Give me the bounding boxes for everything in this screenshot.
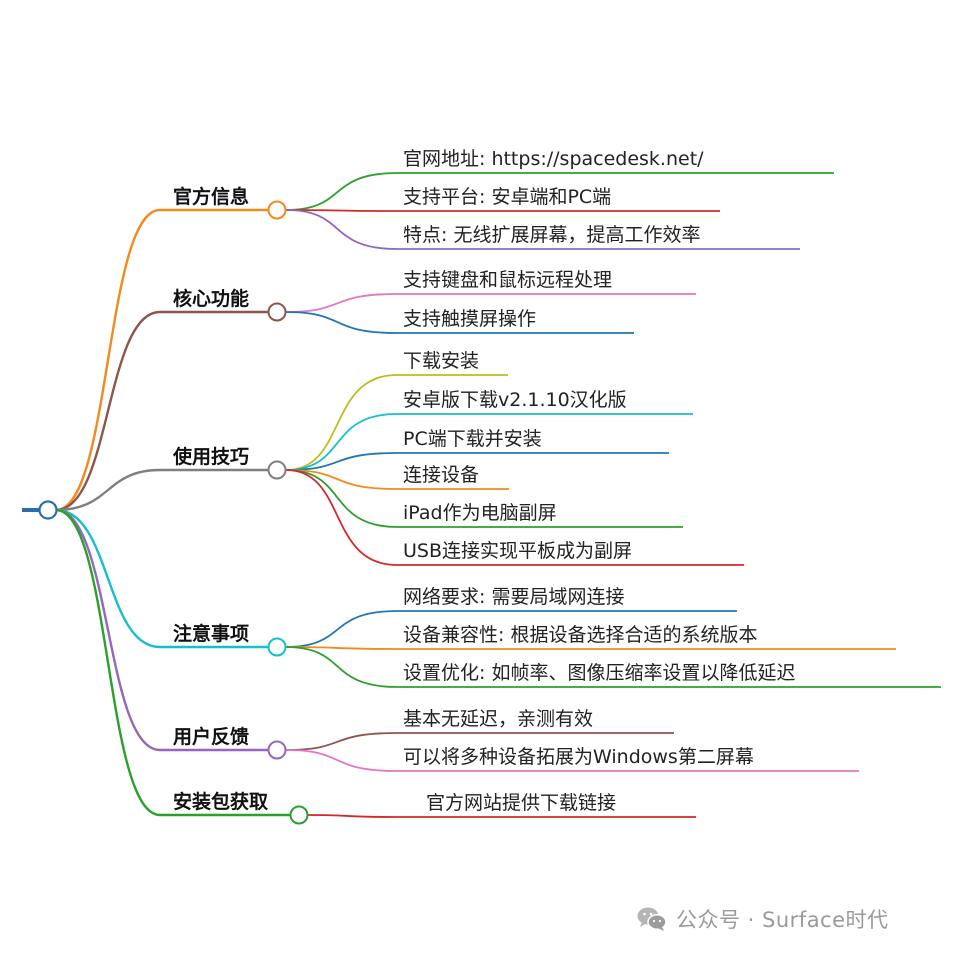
leaf-connector xyxy=(285,209,720,212)
leaf-label: iPad作为电脑副屏 xyxy=(403,502,557,524)
branch-connector xyxy=(55,310,268,512)
leaf-connector xyxy=(307,814,696,818)
branch-node[interactable] xyxy=(267,637,287,657)
branch-connector xyxy=(55,208,268,512)
leaf-connector xyxy=(285,469,509,490)
leaf-label: 支持键盘和鼠标远程处理 xyxy=(403,269,612,291)
branch-label: 安装包获取 xyxy=(173,790,268,813)
leaf-label: 连接设备 xyxy=(403,464,479,486)
root-node[interactable] xyxy=(38,500,58,520)
connector-layer xyxy=(22,172,941,818)
wechat-icon xyxy=(637,907,667,931)
branch-label: 用户反馈 xyxy=(173,725,249,748)
leaf-label: 基本无延迟，亲测有效 xyxy=(403,708,593,730)
leaf-connector xyxy=(285,610,737,648)
branch-node[interactable] xyxy=(289,805,309,825)
leaf-connector xyxy=(285,732,674,751)
leaf-label: 设置优化: 如帧率、图像压缩率设置以降低延迟 xyxy=(403,662,795,684)
leaf-connector xyxy=(285,413,693,471)
node-layer: 官方信息 官网地址: https://spacedesk.net/支持平台: 安卓… xyxy=(38,148,795,825)
leaf-label: 支持平台: 安卓端和PC端 xyxy=(403,186,611,208)
branch-label: 注意事项 xyxy=(173,622,249,645)
leaf-label: 特点: 无线扩展屏幕，提高工作效率 xyxy=(403,224,700,246)
leaf-label: 官方网站提供下载链接 xyxy=(426,792,616,814)
leaf-label: 支持触摸屏操作 xyxy=(403,308,536,330)
branch-node[interactable] xyxy=(267,200,287,220)
leaf-label: 下载安装 xyxy=(403,350,479,372)
leaf-label: USB连接实现平板成为副屏 xyxy=(403,540,632,562)
leaf-label: 官网地址: https://spacedesk.net/ xyxy=(403,148,704,170)
branch-connector xyxy=(55,468,268,512)
leaf-connector xyxy=(285,374,508,471)
leaf-connector xyxy=(285,469,744,566)
leaf-connector xyxy=(285,469,683,528)
leaf-label: PC端下载并安装 xyxy=(403,428,542,450)
leaf-connector xyxy=(285,749,859,772)
leaf-connector xyxy=(285,646,896,650)
leaf-label: 安卓版下载v2.1.10汉化版 xyxy=(403,389,627,411)
branch-node[interactable] xyxy=(267,302,287,322)
branch-connector xyxy=(55,508,290,817)
leaf-connector xyxy=(285,452,669,471)
leaf-connector xyxy=(285,293,696,313)
branch-node[interactable] xyxy=(267,460,287,480)
watermark-text: 公众号 · Surface时代 xyxy=(676,908,889,932)
leaf-connector xyxy=(285,311,634,334)
leaf-label: 可以将多种设备拓展为Windows第二屏幕 xyxy=(403,746,754,768)
leaf-connector xyxy=(285,646,941,688)
branch-connector xyxy=(55,508,268,752)
branch-label: 核心功能 xyxy=(173,287,249,310)
watermark: 公众号 · Surface时代 xyxy=(636,902,889,936)
leaf-label: 设备兼容性: 根据设备选择合适的系统版本 xyxy=(403,624,757,646)
leaf-label: 网络要求: 需要局域网连接 xyxy=(403,586,624,608)
leaf-connector xyxy=(285,172,834,211)
branch-label: 官方信息 xyxy=(173,185,249,208)
branch-label: 使用技巧 xyxy=(172,445,249,468)
leaf-connector xyxy=(285,209,800,250)
branch-connector xyxy=(55,508,268,649)
branch-node[interactable] xyxy=(267,740,287,760)
